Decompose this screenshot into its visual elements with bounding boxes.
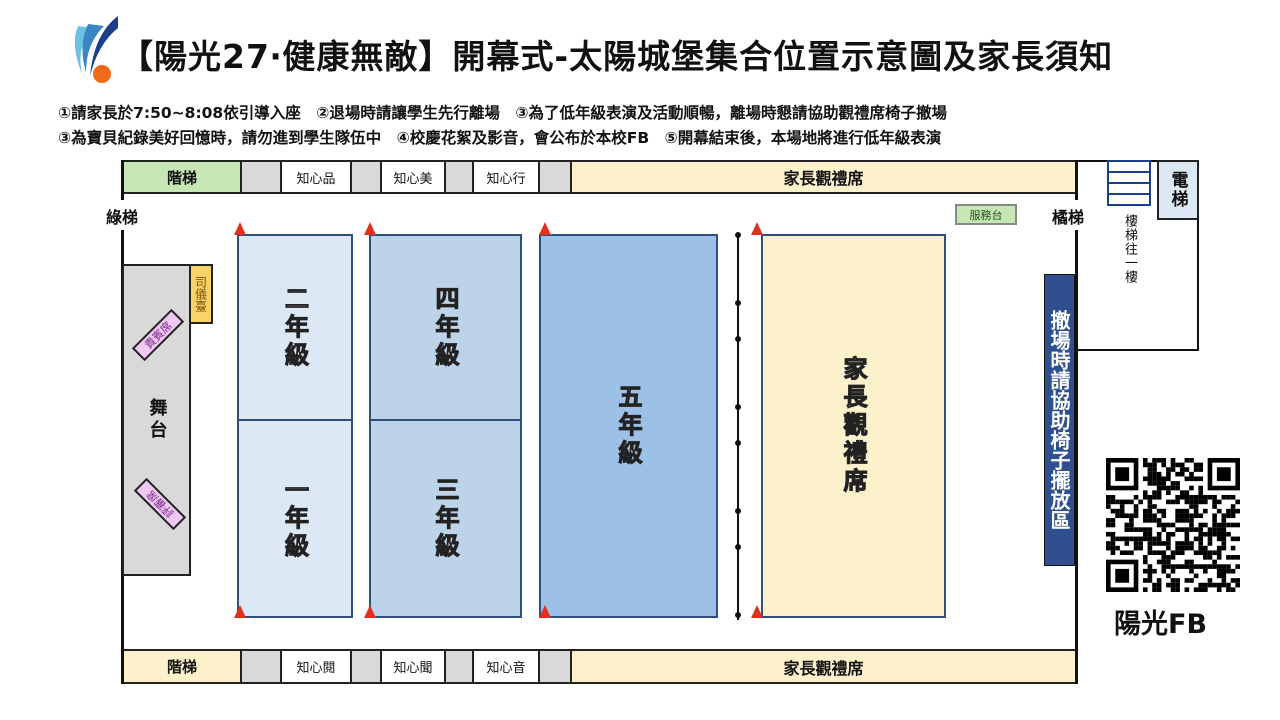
wall [1075, 160, 1078, 200]
wall [1075, 230, 1078, 684]
area-grade-5: 五年級 [539, 234, 718, 618]
area-parents-seating: 家長觀禮席 [761, 234, 946, 618]
top-booth-1: 知心品 [280, 160, 352, 194]
chair-storage-area: 撤場時請協助椅子擺放區 [1044, 274, 1075, 566]
qr-code[interactable] [1106, 458, 1240, 592]
orange-stairs-label: 橘梯 [1052, 208, 1085, 227]
wall [121, 160, 124, 200]
rope-barrier [737, 234, 739, 620]
post [735, 336, 741, 342]
bottom-booth-2: 知心聞 [380, 649, 446, 684]
post [735, 404, 741, 410]
bottom-gap [538, 649, 572, 684]
top-gap [240, 160, 282, 194]
post [735, 300, 741, 306]
mc-podium: 司儀臺 [189, 264, 213, 324]
bottom-gap [240, 649, 282, 684]
cone-icon [751, 222, 763, 235]
top-gap [538, 160, 572, 194]
bottom-booth-1: 知心閱 [280, 649, 352, 684]
post [735, 440, 741, 446]
note-line-1: ①請家長於7:50~8:08依引導入座 ②退場時請讓學生先行離場 ③為了低年級表… [58, 104, 947, 122]
cone-icon [539, 222, 551, 235]
post [735, 232, 741, 238]
fb-label: 陽光FB [1114, 609, 1208, 640]
page-title: 【陽光27‧健康無敵】開幕式-太陽城堡集合位置示意圖及家長須知 [120, 37, 1114, 76]
school-logo [74, 16, 118, 83]
post [735, 612, 741, 618]
stairs-icon [1107, 160, 1151, 206]
stairs-down-label: 樓梯往一樓 [1122, 214, 1137, 284]
bottom-booth-3: 知心音 [472, 649, 540, 684]
top-booth-2: 知心美 [380, 160, 446, 194]
bottom-gap [350, 649, 382, 684]
elevator: 電梯 [1157, 160, 1199, 220]
elevator-label: 電梯 [1167, 171, 1188, 209]
service-desk: 服務台 [955, 204, 1017, 225]
stage-label: 舞台 [146, 398, 168, 442]
bottom-gap [444, 649, 474, 684]
green-stairs-label: 綠梯 [106, 208, 139, 227]
cone-icon [364, 605, 376, 618]
post [735, 508, 741, 514]
top-booth-3: 知心行 [472, 160, 540, 194]
mc-label: 司儀臺 [193, 276, 208, 312]
area-grade-3: 三年級 [369, 419, 522, 618]
area-grade-2: 二年級 [237, 234, 353, 421]
top-gap [350, 160, 382, 194]
cone-icon [364, 222, 376, 235]
bottom-stairs: 階梯 [122, 649, 242, 684]
top-gap [444, 160, 474, 194]
cone-icon [234, 222, 246, 235]
cone-icon [539, 605, 551, 618]
cone-icon [234, 605, 246, 618]
bottom-parents-seating: 家長觀禮席 [570, 649, 1077, 684]
area-grade-4: 四年級 [369, 234, 522, 421]
area-grade-1: 一年級 [237, 419, 353, 618]
stage: 舞台 [122, 264, 191, 576]
top-parents-seating: 家長觀禮席 [570, 160, 1077, 194]
note-line-2: ③為寶貝紀錄美好回憶時，請勿進到學生隊伍中 ④校慶花絮及影音，會公布於本校FB … [58, 129, 942, 147]
post [735, 544, 741, 550]
top-stairs: 階梯 [122, 160, 242, 194]
cone-icon [751, 605, 763, 618]
